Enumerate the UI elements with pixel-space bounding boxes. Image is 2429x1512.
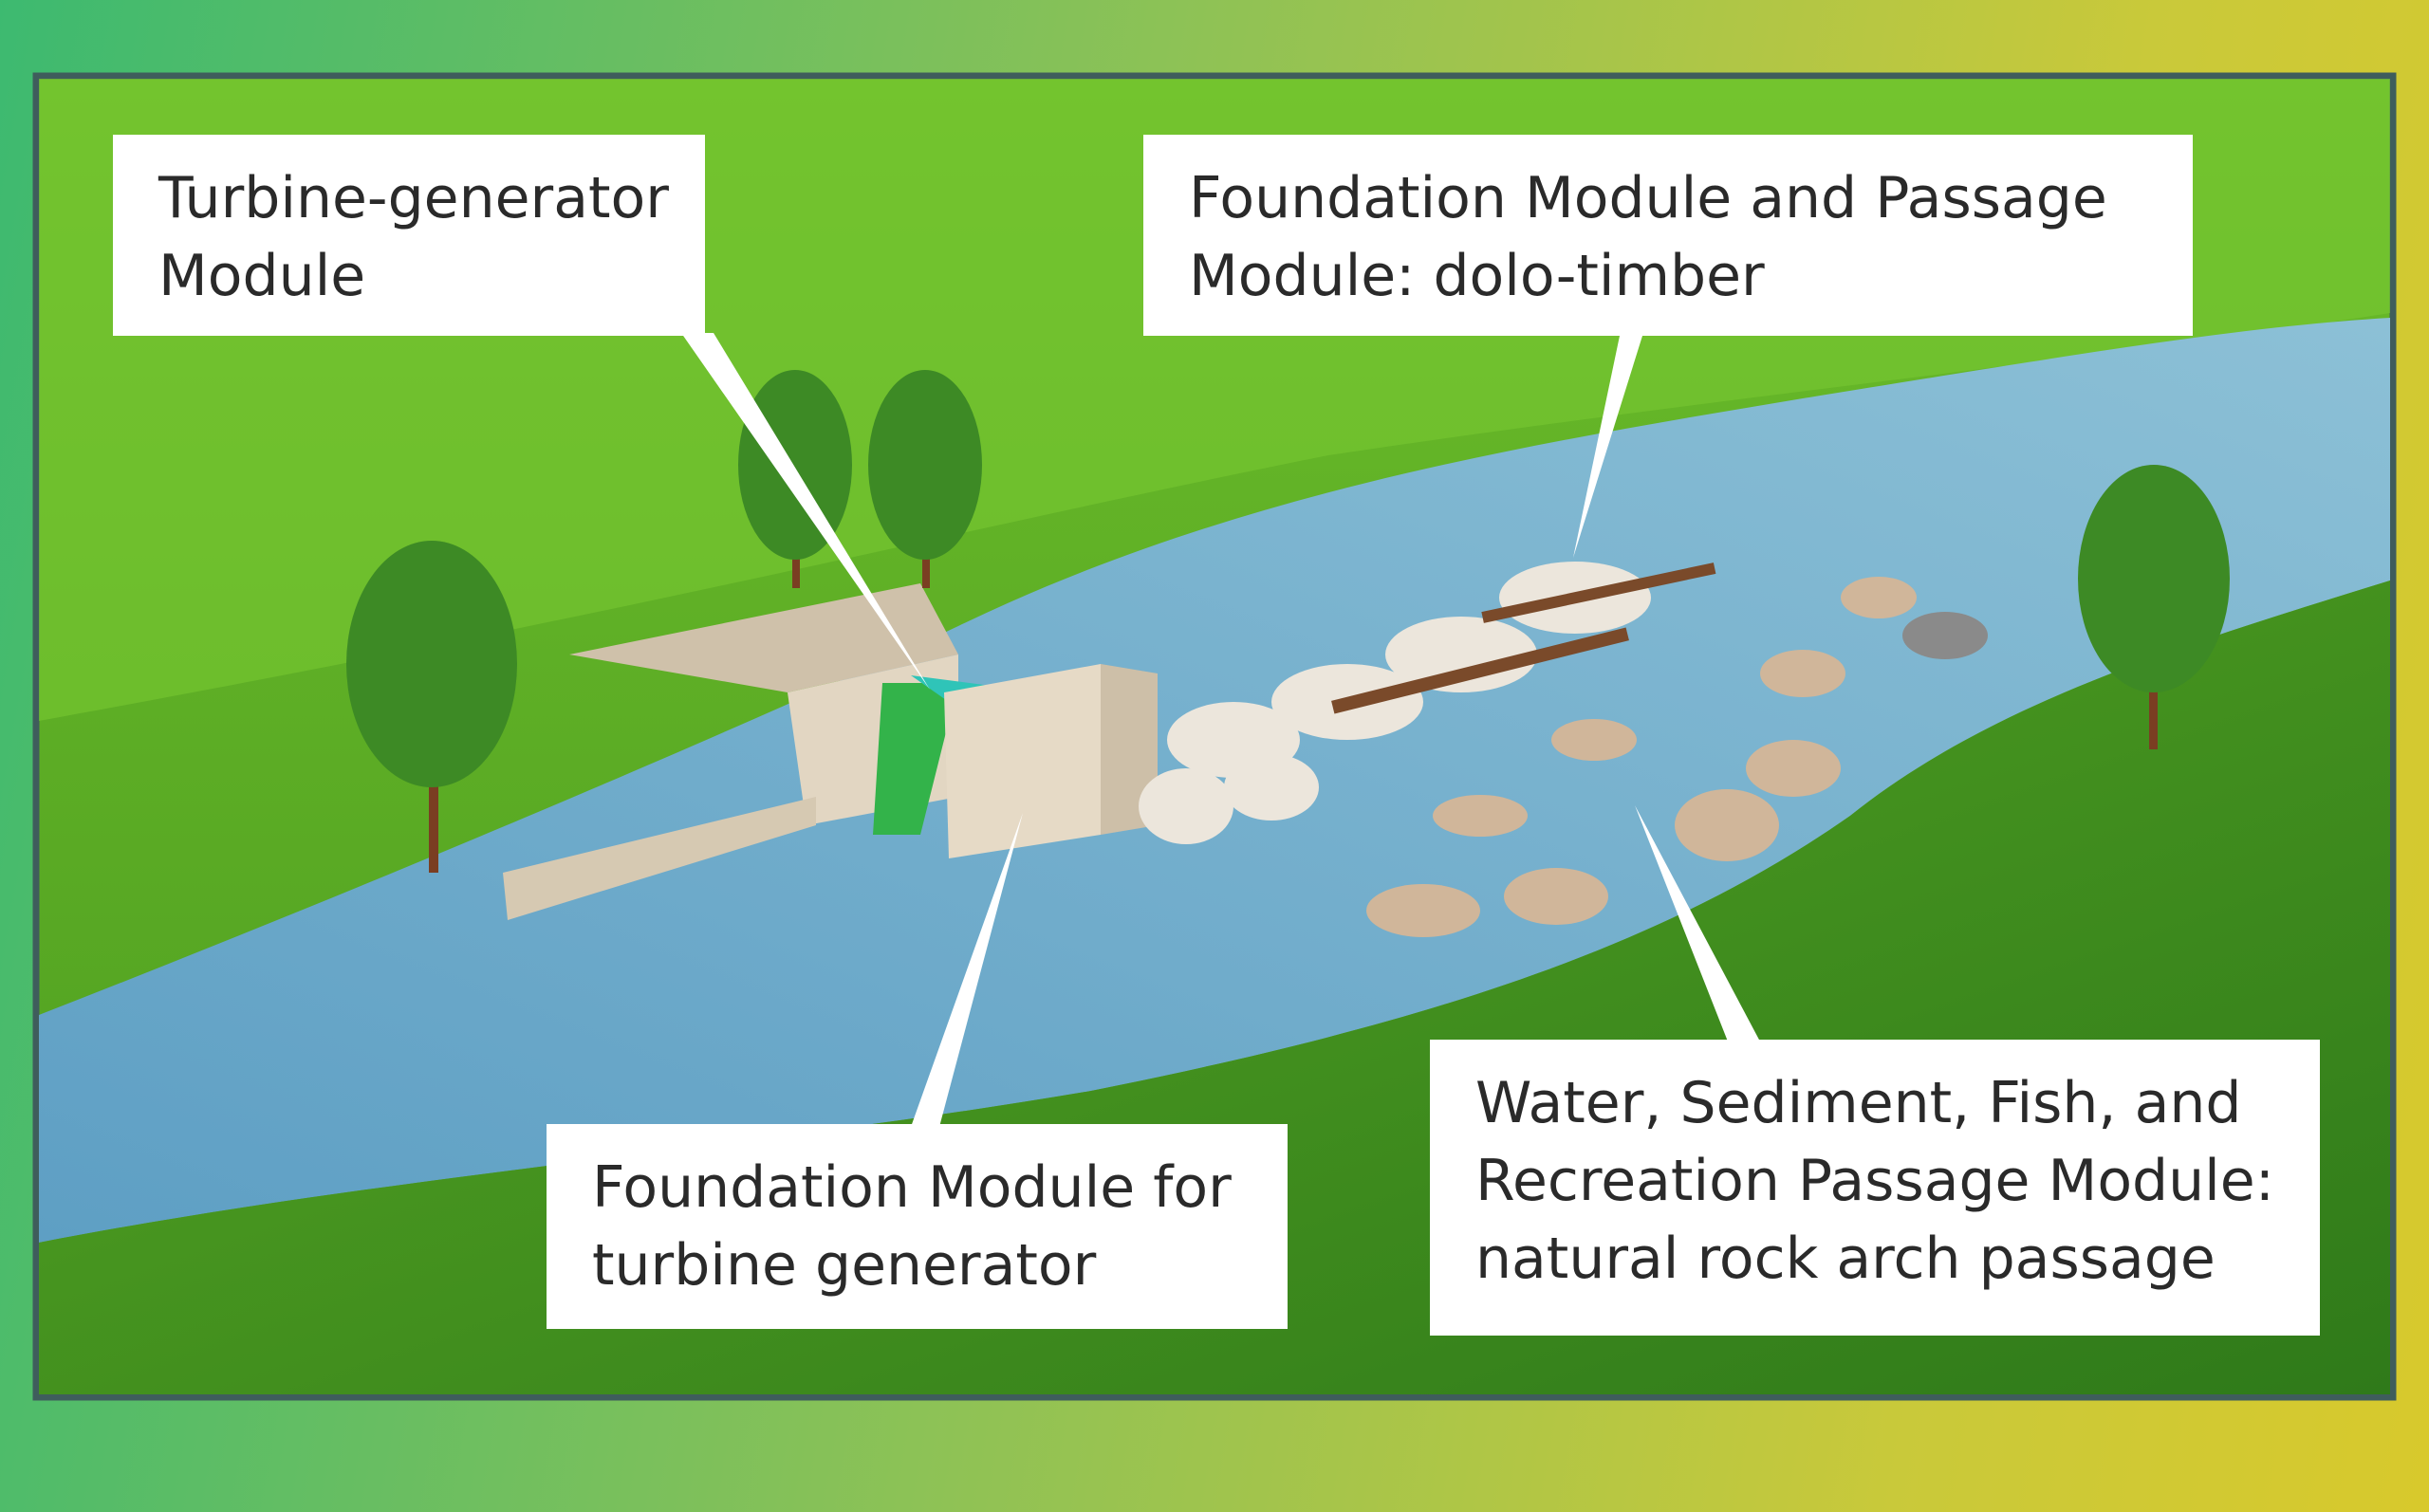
label-line: turbine generator: [592, 1232, 1097, 1299]
rocks: [1366, 577, 1988, 937]
callout-pointers: [681, 333, 1760, 1127]
label-line: Turbine-generator: [158, 165, 669, 231]
label-water-passage-module: Water, Sediment, Fish, and Recreation Pa…: [1430, 1040, 2320, 1336]
label-turbine-generator-module: Turbine-generator Module: [113, 135, 705, 336]
label-line: Foundation Module for: [592, 1154, 1232, 1221]
label-line: Recreation Passage Module:: [1475, 1148, 2274, 1214]
label-foundation-turbine-module: Foundation Module for turbine generator: [547, 1124, 1288, 1329]
trees: [346, 370, 2230, 873]
label-foundation-passage-module: Foundation Module and Passage Module: do…: [1143, 135, 2193, 336]
label-line: natural rock arch passage: [1475, 1226, 2216, 1292]
dolo-timber-blocks: [1139, 562, 1716, 844]
label-line: Water, Sediment, Fish, and: [1475, 1070, 2242, 1136]
label-line: Module: [158, 243, 366, 309]
label-line: Foundation Module and Passage: [1189, 165, 2107, 231]
label-line: Module: dolo-timber: [1189, 243, 1765, 309]
